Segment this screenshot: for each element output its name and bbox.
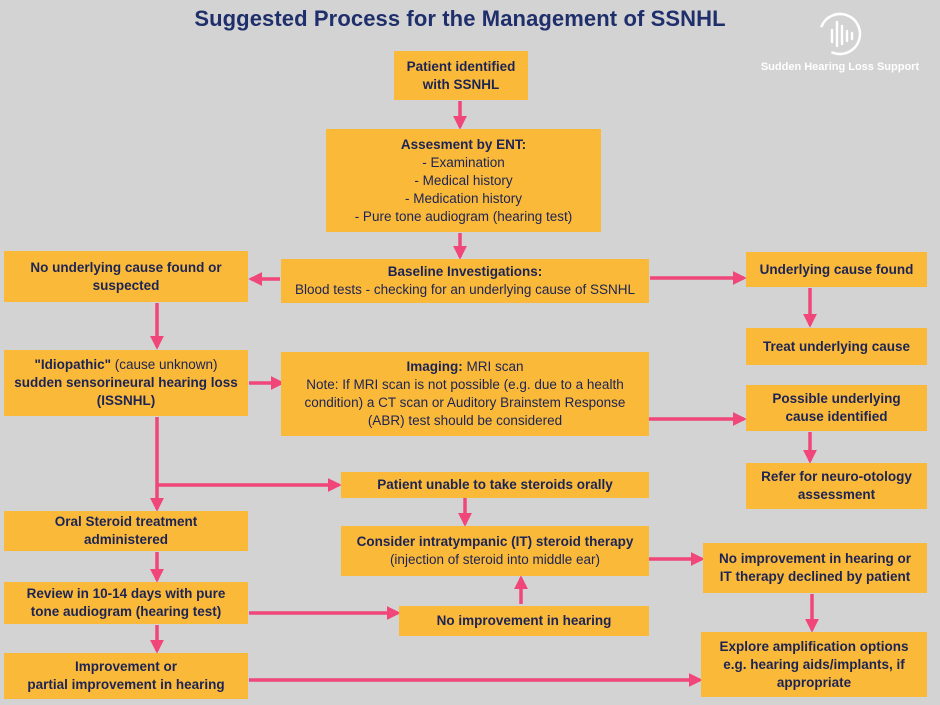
node-text: Review in 10-14 days with pure [26, 586, 226, 601]
node-patient-identified: Patient identified with SSNHL [394, 51, 528, 100]
page-title: Suggested Process for the Management of … [194, 6, 726, 31]
node-amplification: Explore amplification options e.g. heari… [701, 632, 927, 697]
node-text: (ISSNHL) [96, 393, 156, 408]
assessment-item: - Medical history [414, 172, 513, 188]
node-baseline-investigations: Baseline Investigations: Blood tests - c… [281, 259, 649, 303]
node-text: Blood tests - checking for an underlying… [295, 282, 635, 297]
node-heading: Baseline Investigations: [387, 264, 543, 279]
node-text: (injection of steroid into middle ear) [389, 552, 601, 567]
node-text: MRI scan [462, 359, 524, 374]
assessment-item: - Examination [422, 154, 505, 170]
node-text: Treat underlying cause [762, 338, 911, 354]
node-text: e.g. hearing aids/implants, if [723, 656, 905, 672]
node-cause-found: Underlying cause found [746, 252, 927, 287]
node-heading: Consider intratympanic (IT) steroid ther… [356, 534, 634, 549]
node-no-improvement-it: No improvement in hearing or IT therapy … [703, 543, 927, 593]
node-no-improvement: No improvement in hearing [399, 606, 649, 636]
node-oral-steroid: Oral Steroid treatment administered [4, 511, 248, 551]
brand-name: Sudden Hearing Loss Support [760, 61, 920, 73]
node-text: (cause unknown) [111, 357, 218, 372]
node-text: Explore amplification options [719, 638, 909, 654]
node-text: No improvement in hearing [436, 613, 612, 628]
node-text: Possible underlying [772, 391, 901, 406]
node-idiopathic: "Idiopathic" (cause unknown) sudden sens… [4, 350, 248, 416]
node-refer-neuro-otology: Refer for neuro-otology assessment [746, 463, 927, 509]
node-text: assessment [797, 487, 876, 502]
node-text: tone audiogram (hearing test) [30, 604, 222, 619]
node-text: No underlying cause found or [30, 259, 222, 275]
node-assessment: Assesment by ENT: - Examination - Medica… [326, 129, 601, 232]
node-text: partial improvement in hearing [27, 677, 225, 692]
node-heading: Assesment by ENT: [400, 136, 527, 152]
node-text: (ABR) test should be considered [367, 413, 563, 428]
node-text: IT therapy declined by patient [719, 569, 911, 584]
node-possible-cause: Possible underlying cause identified [746, 385, 927, 431]
node-text: cause identified [785, 409, 888, 424]
node-text: Patient unable to take steroids orally [377, 477, 613, 492]
assessment-item: - Pure tone audiogram (hearing test) [354, 208, 573, 224]
node-text: Oral Steroid treatment [54, 514, 198, 529]
node-text: "Idiopathic" [34, 357, 111, 372]
node-heading: Imaging: [406, 359, 463, 374]
node-text: administered [83, 532, 168, 547]
assessment-item: - Medication history [404, 190, 523, 206]
node-text: suspected [92, 277, 160, 293]
node-no-cause-found: No underlying cause found or suspected [4, 251, 248, 302]
node-text: condition) a CT scan or Auditory Brainst… [304, 395, 626, 410]
node-it-therapy: Consider intratympanic (IT) steroid ther… [341, 526, 649, 576]
node-imaging: Imaging: MRI scan Note: If MRI scan is n… [281, 352, 649, 436]
node-unable-steroids: Patient unable to take steroids orally [341, 472, 649, 498]
node-text: Note: If MRI scan is not possible (e.g. … [306, 377, 624, 392]
node-text: Refer for neuro-otology [761, 469, 912, 484]
node-treat-cause: Treat underlying cause [746, 328, 927, 365]
node-text: Underlying cause found [759, 261, 914, 277]
node-text: sudden sensorineural hearing loss [14, 375, 238, 390]
node-text: with SSNHL [422, 76, 500, 92]
node-improvement: Improvement or partial improvement in he… [4, 653, 248, 699]
node-text: appropriate [776, 674, 852, 690]
node-text: Patient identified [406, 58, 516, 74]
node-review: Review in 10-14 days with pure tone audi… [4, 582, 248, 624]
node-text: Improvement or [74, 659, 177, 674]
node-text: No improvement in hearing or [718, 551, 912, 566]
sound-wave-circle-icon [818, 12, 862, 56]
